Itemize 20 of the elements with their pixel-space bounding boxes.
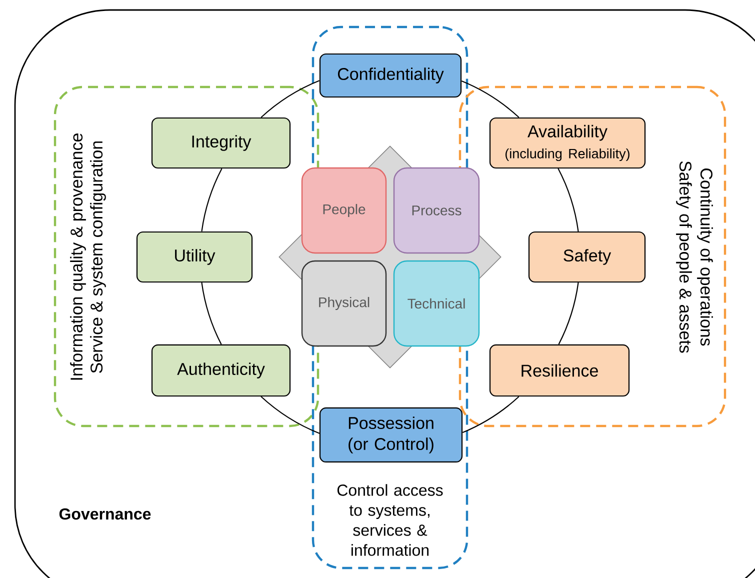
ring-arc	[558, 282, 579, 345]
ring-arc	[461, 80, 520, 118]
ring-arc	[558, 168, 579, 232]
rounded-box: Integrity	[151, 117, 291, 169]
rounded-square: Physical	[301, 260, 387, 347]
rounded-box: Possession (or Control)	[319, 407, 463, 463]
ring-arc	[260, 80, 320, 118]
ring-arc	[201, 282, 222, 345]
rounded-box: Confidentiality	[319, 53, 462, 98]
ring-arc	[462, 396, 520, 434]
rounded-square: Technical	[393, 260, 480, 347]
rounded-square: People	[301, 167, 387, 254]
rounded-box: Resilience	[489, 344, 630, 397]
rounded-box: Utility	[136, 231, 253, 283]
rounded-box: Safety	[528, 231, 646, 283]
ring-arc	[260, 396, 320, 434]
rounded-square: Process	[393, 167, 480, 254]
ring-arc	[201, 168, 222, 232]
rounded-box: Availability (including Reliability)	[489, 117, 646, 169]
rounded-box: Authenticity	[151, 344, 291, 397]
